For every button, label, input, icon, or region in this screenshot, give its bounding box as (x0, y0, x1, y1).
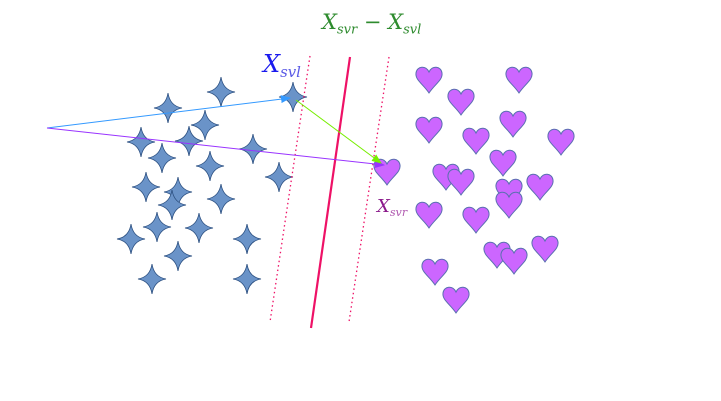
heart-point (447, 88, 475, 116)
vector-svl-arrow (46, 95, 291, 129)
support-vector-right-label: Xsvr (377, 196, 408, 219)
vector-svr-arrow (46, 127, 385, 168)
heart-point (489, 149, 517, 177)
star-point (190, 109, 220, 141)
star-point (126, 126, 156, 158)
star-point (232, 263, 262, 295)
heart-point (495, 191, 523, 219)
heart-point (373, 158, 401, 186)
heart-point (442, 286, 470, 314)
star-point (174, 125, 204, 157)
difference-vector-arrow (295, 99, 382, 164)
heart-point (415, 201, 443, 229)
heart-class-points (373, 66, 575, 314)
star-point (238, 133, 268, 165)
star-point (137, 263, 167, 295)
star-point (195, 150, 225, 182)
heart-point (531, 235, 559, 263)
star-point (153, 92, 183, 124)
heart-point (462, 206, 490, 234)
heart-point (500, 247, 528, 275)
heart-point (547, 128, 575, 156)
heart-point (462, 127, 490, 155)
heart-point (415, 116, 443, 144)
support-vector-left-label: Xsvl (263, 50, 301, 82)
hyperplane-line (309, 56, 352, 329)
heart-point (421, 258, 449, 286)
heart-point (526, 173, 554, 201)
heart-point (499, 110, 527, 138)
star-point (206, 76, 236, 108)
heart-point (495, 178, 523, 206)
margin-line-right (348, 56, 390, 323)
star-point (131, 171, 161, 203)
difference-label: Xsvr − Xsvl (322, 10, 422, 38)
star-point (116, 223, 146, 255)
star-point (278, 81, 308, 113)
star-point (163, 240, 193, 272)
star-point (232, 223, 262, 255)
heart-point (505, 66, 533, 94)
star-point (206, 183, 236, 215)
star-point (157, 189, 187, 221)
heart-point (415, 66, 443, 94)
star-point (264, 161, 294, 193)
star-point (147, 142, 177, 174)
star-point (142, 211, 172, 243)
heart-point (447, 168, 475, 196)
star-point (184, 212, 214, 244)
star-class-points (116, 76, 308, 295)
